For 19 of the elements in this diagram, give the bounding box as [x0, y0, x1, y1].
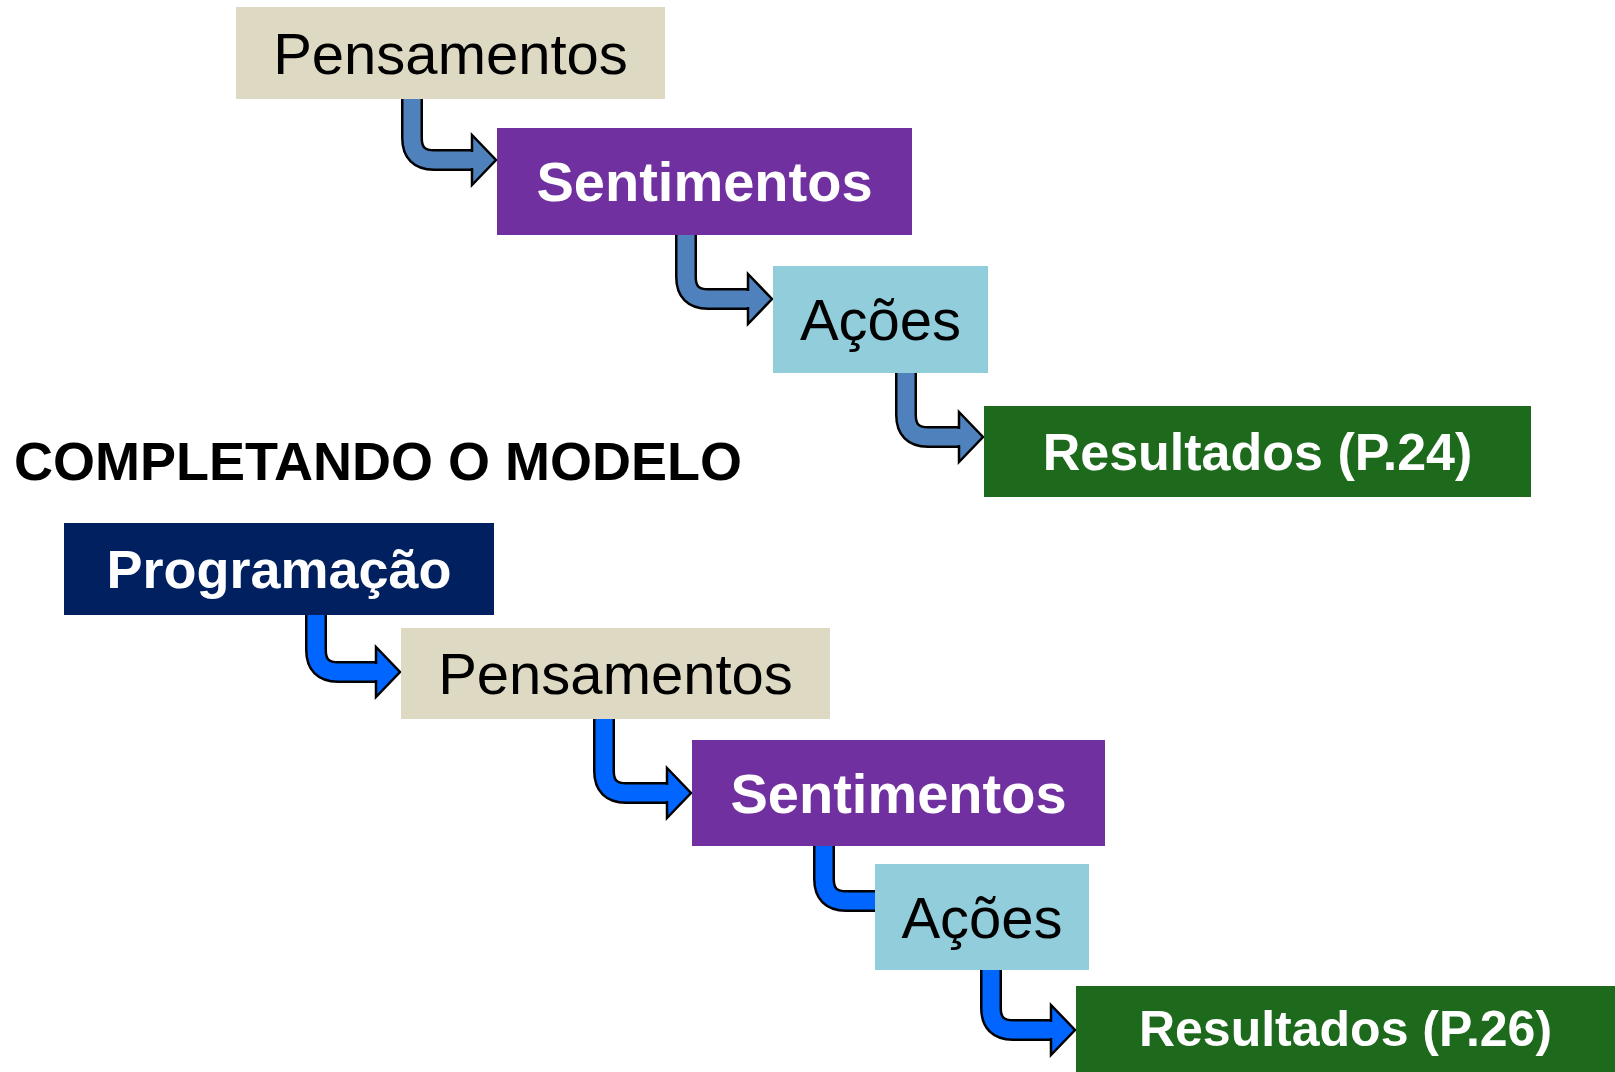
box-label: Ações	[799, 286, 962, 353]
process-box	[692, 740, 1105, 846]
diagram-title: COMPLETANDO O MODELO	[14, 430, 742, 492]
box-label: Pensamentos	[438, 640, 793, 707]
box-label: Resultados (P.26)	[1138, 1000, 1553, 1058]
box-label: Sentimentos	[730, 760, 1067, 826]
process-box	[236, 7, 665, 99]
process-box	[1076, 986, 1615, 1072]
process-box	[773, 266, 988, 373]
process-box	[984, 406, 1531, 497]
process-box	[497, 128, 912, 235]
box-label: Ações	[901, 883, 1063, 951]
process-box	[875, 864, 1089, 970]
process-box	[401, 628, 830, 719]
box-label: Sentimentos	[536, 149, 873, 214]
process-box	[64, 523, 494, 615]
box-label: Resultados (P.24)	[1042, 421, 1473, 482]
box-label: Programação	[106, 538, 452, 600]
box-label: Pensamentos	[273, 19, 628, 87]
